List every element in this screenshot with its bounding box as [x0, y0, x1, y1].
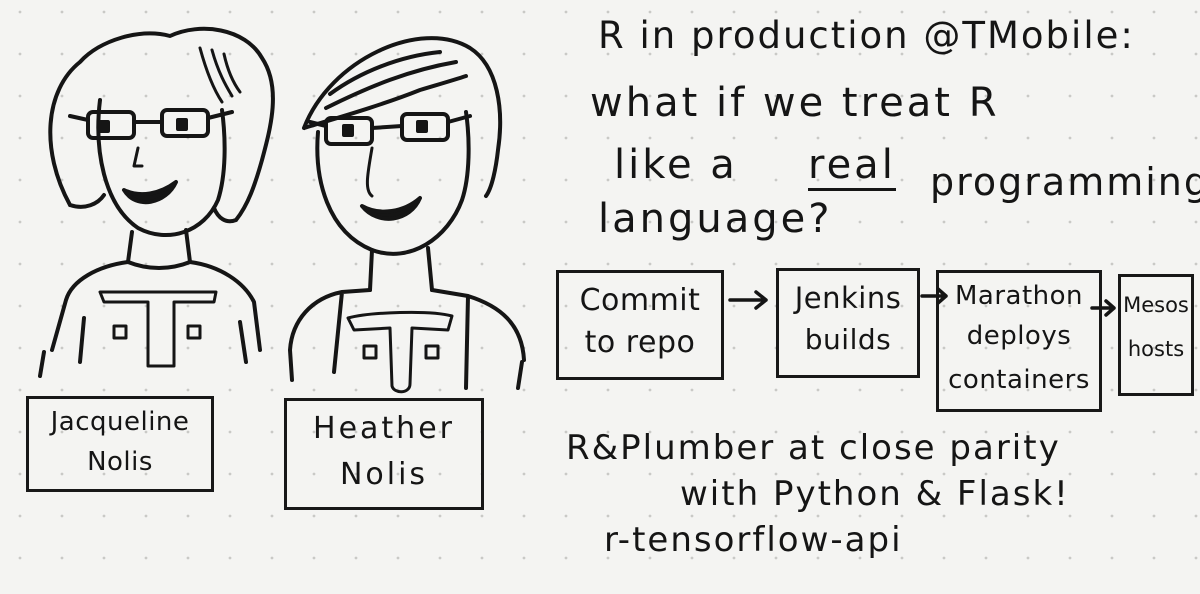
- title-line-3-pre: like a: [614, 142, 738, 188]
- flow-step-line: Commit: [579, 283, 701, 318]
- heather-hair: [302, 36, 503, 198]
- jacqueline-portrait: [38, 26, 275, 378]
- heather-portrait: [288, 36, 526, 394]
- heather-glasses: [308, 112, 472, 146]
- flow-step-line: Marathon: [954, 281, 1084, 311]
- note-line-1: R&Plumber at close parity: [566, 428, 1061, 468]
- flow-step-jenkins: Jenkins builds: [776, 268, 920, 378]
- jacqueline-shirt: [38, 260, 262, 378]
- note-line-3: r-tensorflow-api: [604, 520, 903, 560]
- jacqueline-shirt-logo: [98, 290, 218, 368]
- flow-step-commit: Commit to repo: [556, 270, 724, 380]
- flow-step-line: Mesos: [1123, 293, 1189, 317]
- flow-step-line: Jenkins: [794, 281, 902, 315]
- title-line-3-post: programming: [930, 160, 1200, 204]
- arrow-right-icon: [728, 290, 768, 310]
- flow-step-line: to repo: [584, 325, 696, 360]
- heather-face: [315, 110, 471, 256]
- heather-shirt-logo: [346, 310, 454, 394]
- heather-smile: [360, 196, 422, 221]
- title-line-2: what if we treat R: [590, 80, 1000, 126]
- jacqueline-glasses: [68, 108, 234, 140]
- note-line-2: with Python & Flask!: [680, 474, 1070, 514]
- heather-shirt: [288, 288, 526, 390]
- flow-step-mesos: Mesos hosts: [1118, 274, 1194, 396]
- title-line-4: language?: [598, 196, 833, 242]
- jacqueline-face: [96, 98, 227, 238]
- flow-step-line: hosts: [1127, 337, 1185, 361]
- name-tag-last: Nolis: [87, 447, 153, 477]
- flow-step-line: deploys: [966, 321, 1072, 351]
- title-line-1: R in production @TMobile:: [598, 14, 1135, 57]
- arrow-right-icon: [920, 287, 948, 305]
- flow-step-line: containers: [948, 365, 1090, 395]
- arrow-right-icon: [1090, 299, 1116, 317]
- name-tag-first: Heather: [313, 411, 455, 446]
- name-tag-jacqueline: Jacqueline Nolis: [26, 396, 214, 492]
- jacqueline-hair: [48, 26, 275, 224]
- title-emphasis-real: real: [808, 142, 896, 191]
- name-tag-heather: Heather Nolis: [284, 398, 484, 510]
- name-tag-last: Nolis: [339, 457, 429, 492]
- name-tag-first: Jacqueline: [50, 407, 190, 437]
- jacqueline-smile: [122, 180, 178, 205]
- flow-step-marathon: Marathon deploys containers: [936, 270, 1102, 412]
- flow-step-line: builds: [804, 323, 892, 356]
